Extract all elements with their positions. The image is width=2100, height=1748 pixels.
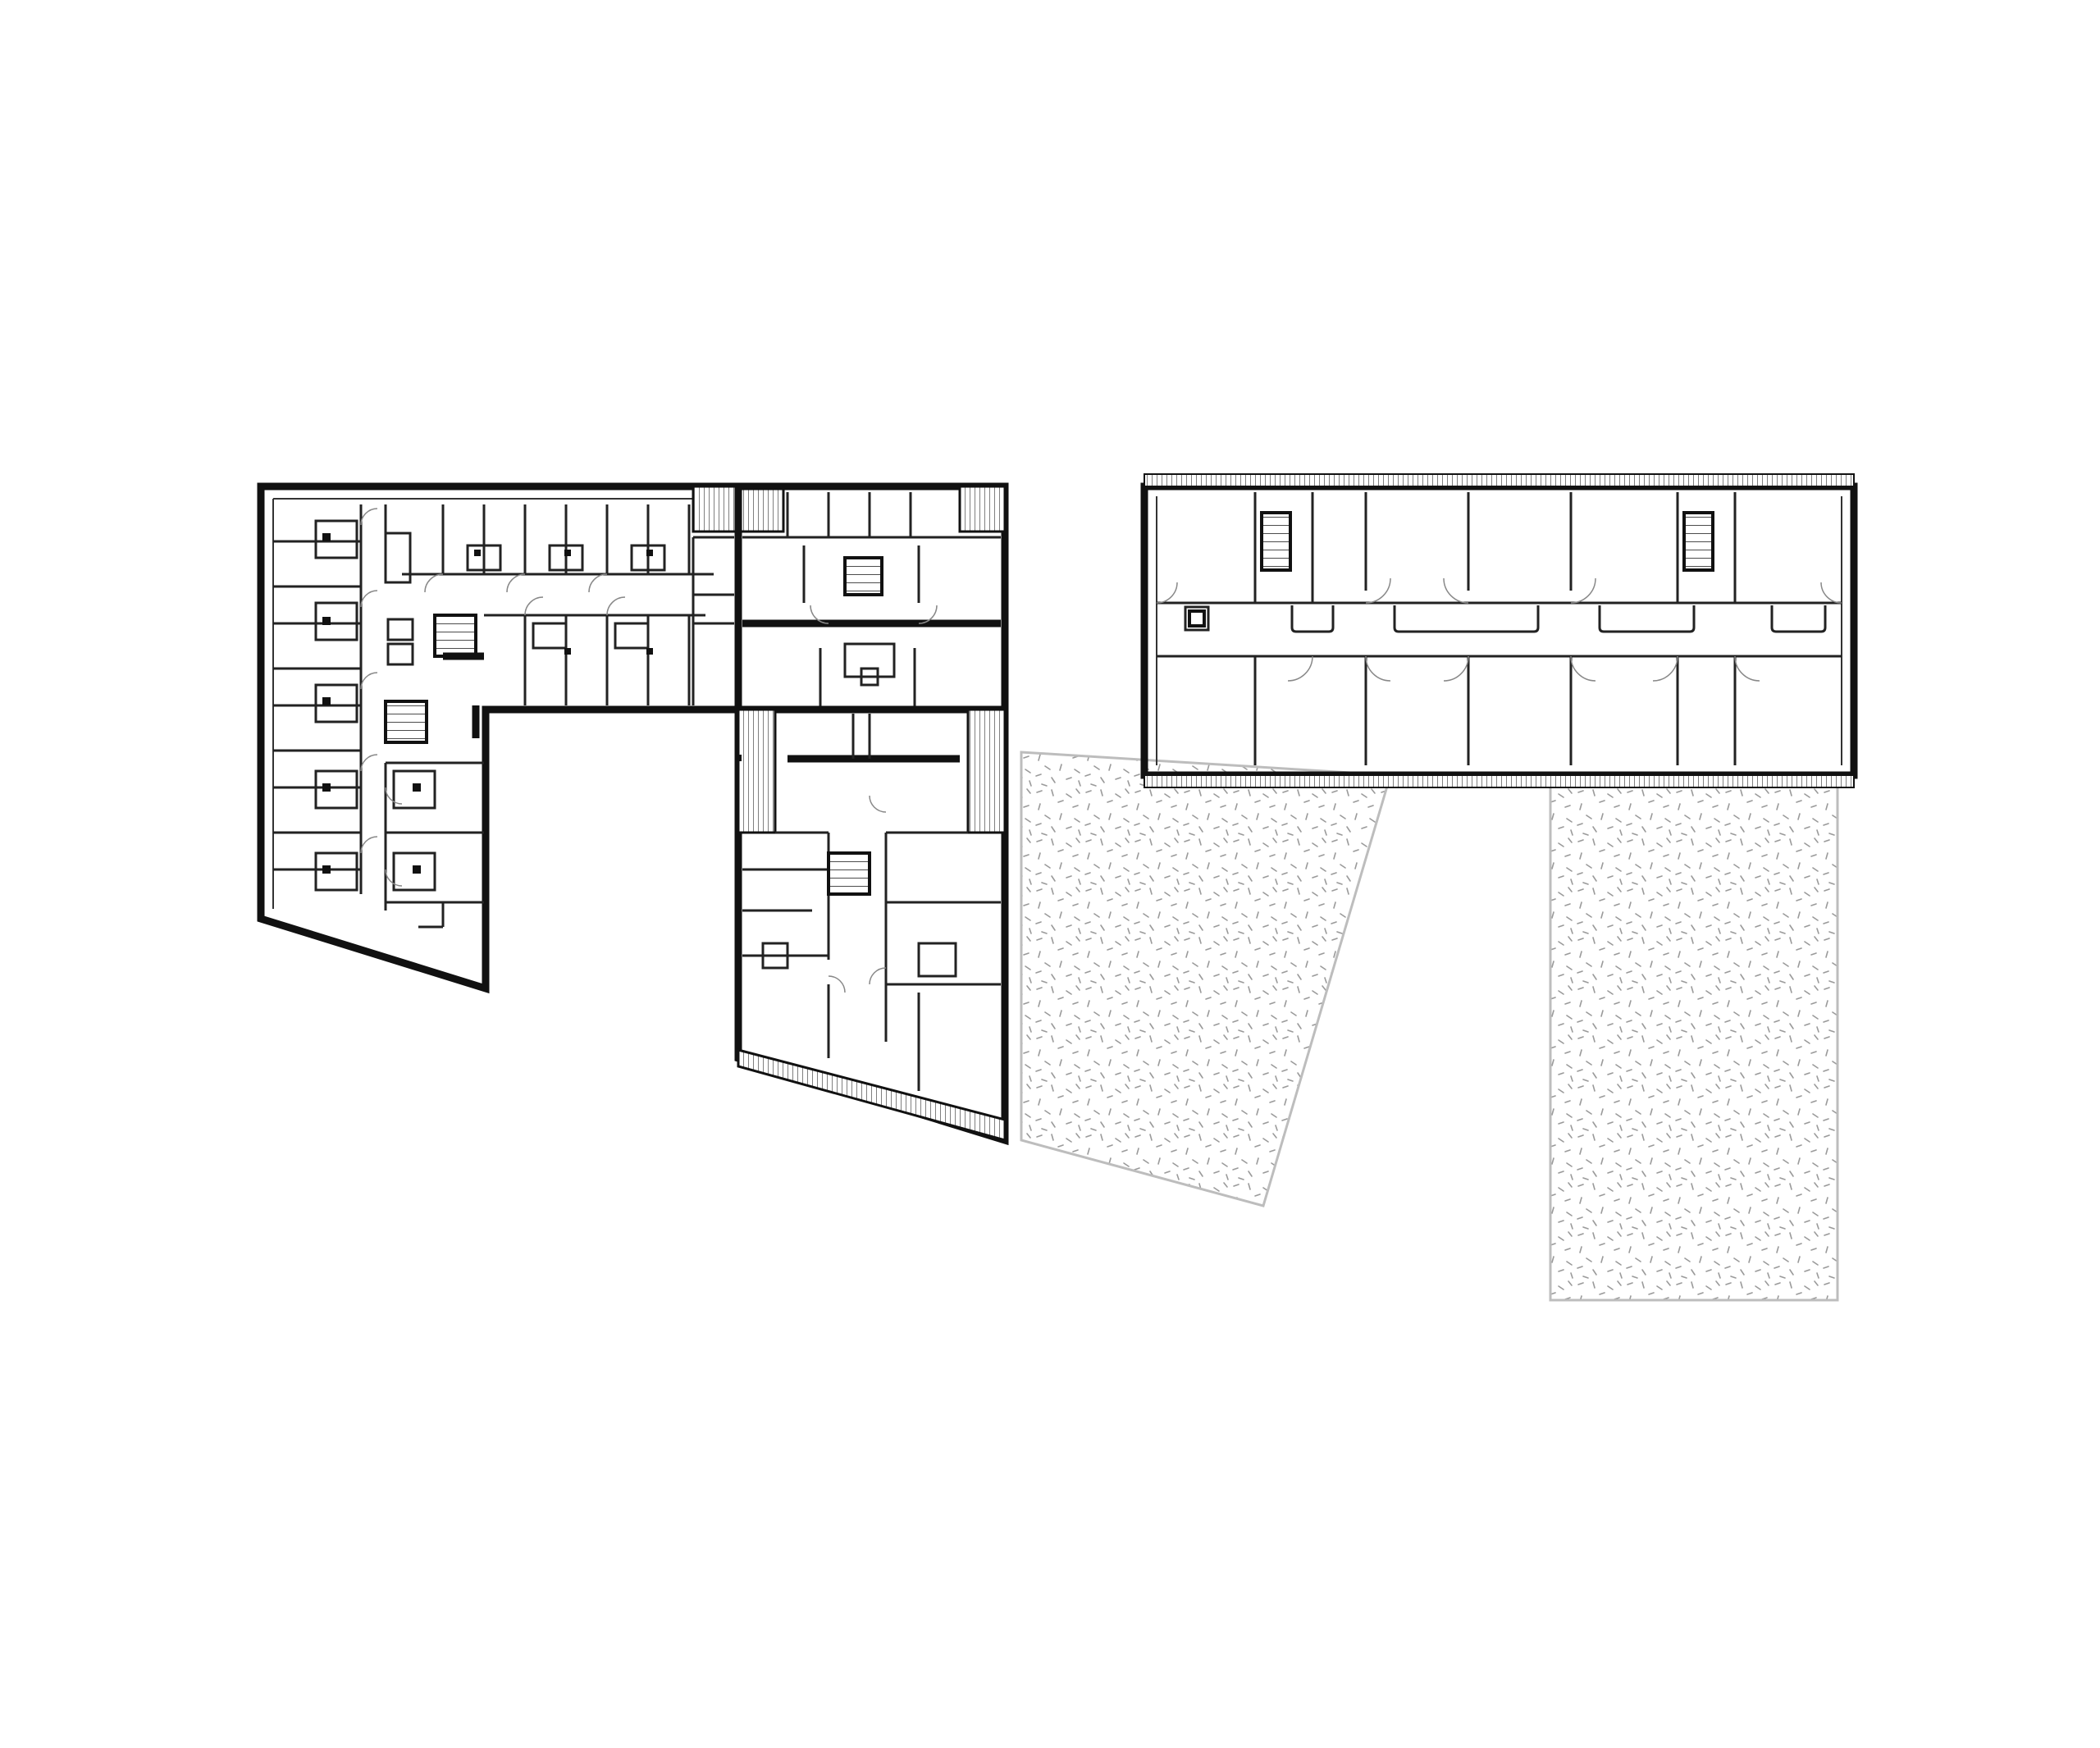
terrace-rectangle <box>1549 782 1839 1302</box>
terrace-trapezoid <box>1020 751 1392 1207</box>
right-bar <box>1140 473 1858 788</box>
left-wing <box>257 482 785 994</box>
middle-wing <box>734 482 1009 1146</box>
door-swings <box>360 508 938 993</box>
